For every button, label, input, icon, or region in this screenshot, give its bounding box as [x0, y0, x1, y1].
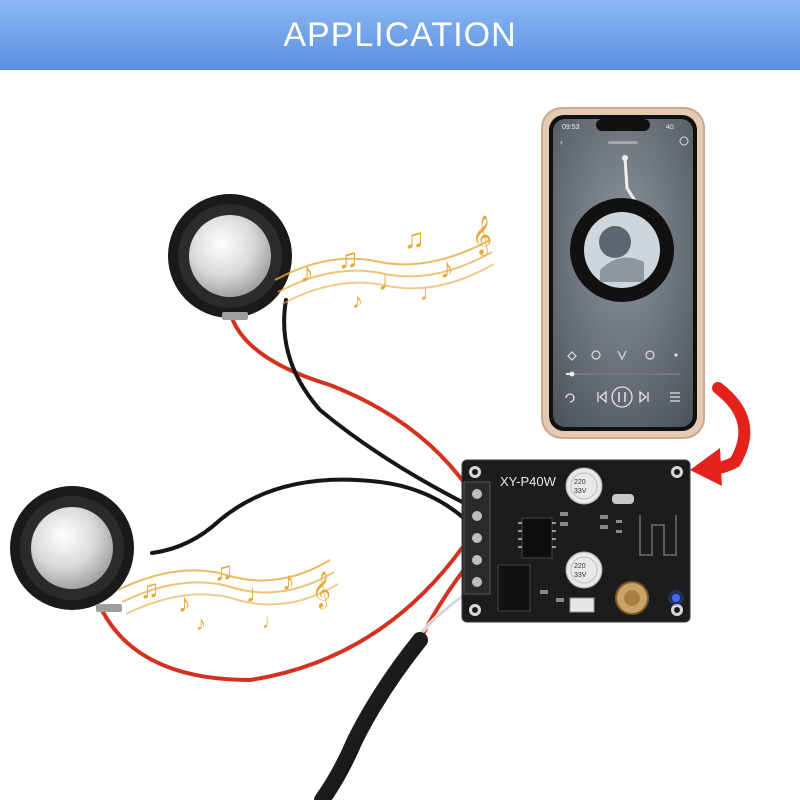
- speaker-bottom: [10, 486, 134, 612]
- capacitor-top: 220 33V: [565, 467, 603, 505]
- cap-bottom-label: 220: [574, 563, 586, 570]
- wire-red-bottom-speaker: [101, 546, 464, 683]
- play-pause-button: [611, 386, 633, 408]
- svg-text:𝄞: 𝄞: [472, 216, 492, 256]
- comment-icon: [645, 350, 655, 360]
- svg-text:♩: ♩: [246, 578, 272, 608]
- svg-text:𝄞: 𝄞: [312, 571, 331, 609]
- led-icon: [672, 594, 680, 602]
- more-icon: [674, 353, 678, 357]
- wires: [101, 298, 474, 800]
- svg-text:♫: ♫: [214, 556, 234, 586]
- svg-text:♪: ♪: [178, 588, 191, 618]
- svg-text:♩: ♩: [420, 280, 442, 305]
- playlist-icon: [670, 392, 680, 402]
- antenna-trace: [639, 515, 677, 556]
- capacitor-bottom: 220 33V: [565, 551, 603, 589]
- svg-text:♩: ♩: [262, 611, 282, 633]
- previous-icon: [597, 390, 607, 404]
- back-icon: ‹: [560, 137, 563, 147]
- album-disc: [570, 198, 674, 302]
- wire-black-top-speaker: [282, 298, 470, 507]
- music-notes-top-icon: ♪ ♫ ♩ ♫ ♪ 𝄞 ♪ ♩: [274, 216, 495, 313]
- speaker-top: [168, 194, 292, 320]
- cap-top-voltage: 33V: [574, 488, 587, 495]
- amplifier-board: XY-P40W 220 33V 220 33V: [461, 459, 691, 623]
- phone-signal: 4G: [666, 125, 674, 131]
- like-icon: [567, 351, 577, 361]
- board-label: XY-P40W: [500, 474, 557, 489]
- wire-red-top-speaker: [230, 316, 470, 490]
- next-icon: [639, 390, 649, 404]
- svg-text:♫: ♫: [140, 574, 160, 604]
- svg-text:♫: ♫: [404, 223, 425, 254]
- aux-cable: [314, 632, 428, 800]
- repeat-icon: [565, 393, 575, 403]
- music-notes-bottom-icon: ♫ ♪ ♫ ♩ ♪ 𝄞 ♪ ♩: [117, 556, 339, 635]
- svg-text:♫: ♫: [338, 243, 359, 274]
- svg-text:♩: ♩: [378, 265, 406, 296]
- download-icon: [591, 350, 601, 360]
- phone-time: 09:53: [562, 124, 580, 131]
- svg-text:♪: ♪: [352, 288, 363, 313]
- effect-icon: [617, 350, 627, 361]
- banner: APPLICATION: [0, 0, 800, 70]
- banner-title: APPLICATION: [283, 15, 517, 54]
- share-icon: [679, 136, 689, 146]
- svg-text:♪: ♪: [196, 613, 206, 635]
- wire-black-bottom-speaker: [150, 477, 468, 555]
- cap-top-label: 220: [574, 479, 586, 486]
- svg-text:♪: ♪: [300, 257, 314, 288]
- svg-text:♪: ♪: [282, 566, 295, 596]
- smartphone: 09:53 4G ‹: [541, 107, 705, 439]
- curved-arrow-icon: [690, 382, 751, 486]
- svg-text:♪: ♪: [440, 253, 454, 284]
- cap-bottom-voltage: 33V: [574, 572, 587, 579]
